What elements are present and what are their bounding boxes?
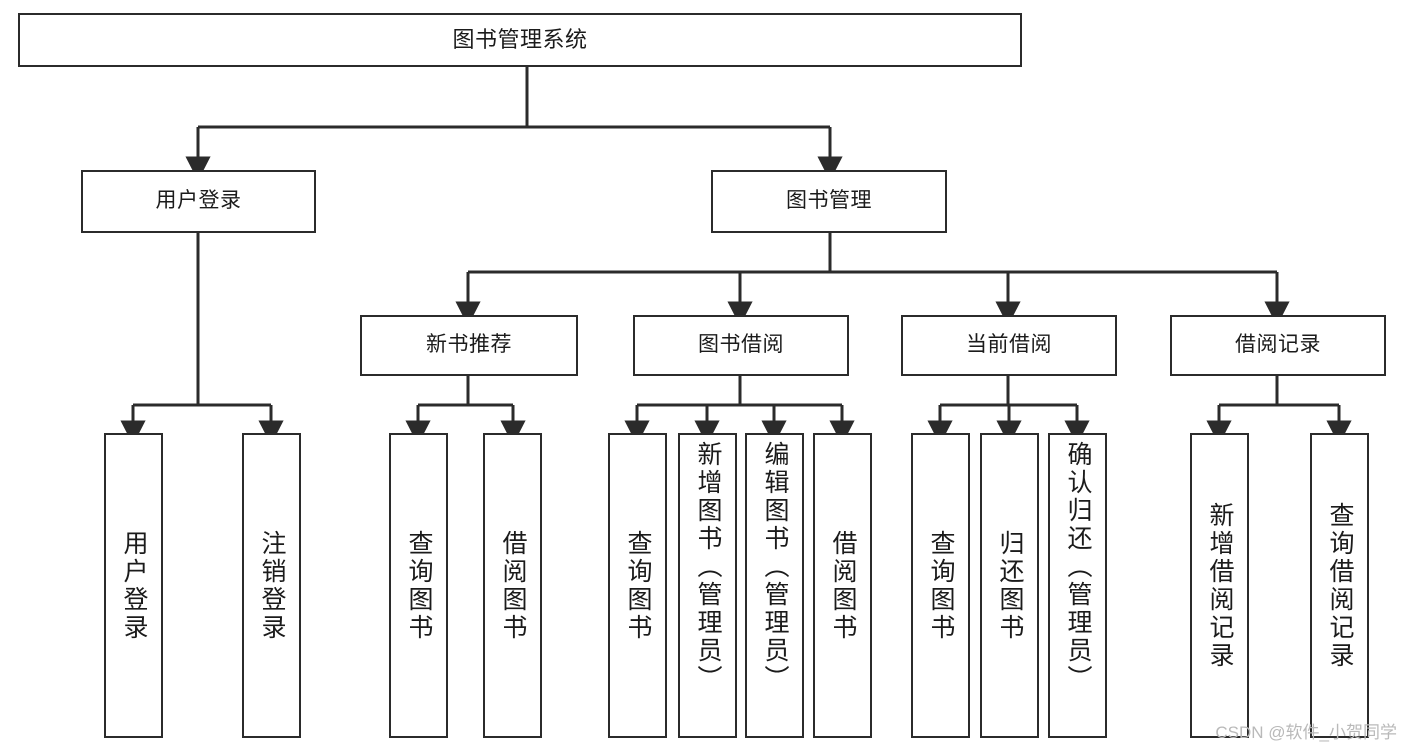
node-label: 新书推荐 [426, 333, 512, 357]
node-label: 查询图书 [927, 529, 955, 642]
node-label: 查询借阅记录 [1326, 501, 1354, 670]
node-label: 图书管理 [786, 189, 872, 213]
node-label: 图书借阅 [698, 333, 784, 357]
node-leaf-current-query-book[interactable]: 查询图书 [911, 433, 970, 738]
node-leaf-record-query[interactable]: 查询借阅记录 [1310, 433, 1369, 738]
node-label: 新增借阅记录 [1206, 501, 1234, 670]
node-leaf-user-login[interactable]: 用户登录 [104, 433, 163, 738]
node-book-manage[interactable]: 图书管理 [711, 170, 947, 233]
node-root-book-management-system[interactable]: 图书管理系统 [18, 13, 1022, 67]
watermark: CSDN @软件_小贺同学 [1215, 723, 1397, 742]
node-label: 归还图书 [996, 529, 1024, 642]
node-label: 借阅记录 [1235, 333, 1321, 357]
node-book-borrow[interactable]: 图书借阅 [633, 315, 849, 376]
node-leaf-borrow-edit-book[interactable]: 编辑图书（管理员） [745, 433, 804, 738]
node-label: 图书管理系统 [452, 27, 588, 53]
node-leaf-current-return-book[interactable]: 归还图书 [980, 433, 1039, 738]
node-borrow-record[interactable]: 借阅记录 [1170, 315, 1386, 376]
node-label: 用户登录 [155, 189, 242, 213]
node-user-login[interactable]: 用户登录 [81, 170, 316, 233]
node-leaf-borrow-add-book[interactable]: 新增图书（管理员） [678, 433, 737, 738]
node-label: 编辑图书（管理员） [761, 441, 789, 693]
node-label: 查询图书 [624, 529, 652, 642]
node-leaf-rec-query-book[interactable]: 查询图书 [389, 433, 448, 738]
node-leaf-user-logout[interactable]: 注销登录 [242, 433, 301, 738]
node-current-borrow[interactable]: 当前借阅 [901, 315, 1117, 376]
node-leaf-borrow-query-book[interactable]: 查询图书 [608, 433, 667, 738]
node-leaf-borrow-borrow-book[interactable]: 借阅图书 [813, 433, 872, 738]
node-leaf-record-add[interactable]: 新增借阅记录 [1190, 433, 1249, 738]
node-label: 注销登录 [258, 529, 286, 642]
node-new-book-rec[interactable]: 新书推荐 [360, 315, 578, 376]
node-label: 用户登录 [120, 529, 148, 642]
node-label: 借阅图书 [829, 529, 857, 642]
node-label: 当前借阅 [966, 333, 1052, 357]
node-label: 借阅图书 [499, 529, 527, 642]
node-leaf-rec-borrow-book[interactable]: 借阅图书 [483, 433, 542, 738]
node-label: 确认归还（管理员） [1064, 441, 1092, 693]
node-label: 新增图书（管理员） [694, 441, 722, 693]
node-leaf-current-confirm-return[interactable]: 确认归还（管理员） [1048, 433, 1107, 738]
node-label: 查询图书 [405, 529, 433, 642]
